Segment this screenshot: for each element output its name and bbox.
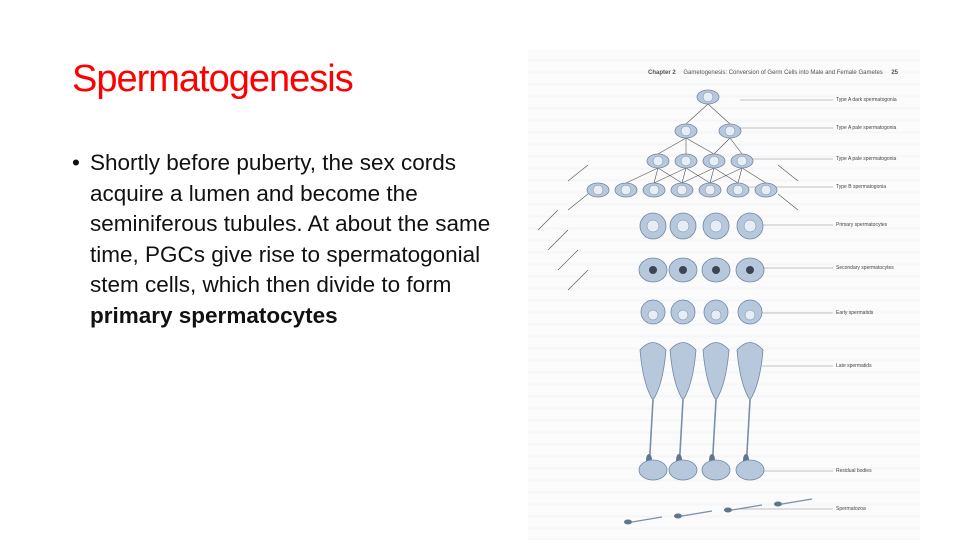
lineage-arrow bbox=[737, 167, 743, 184]
spermatozoon-head bbox=[674, 513, 682, 519]
stage-label: Type B spermatogonia bbox=[836, 184, 887, 190]
lineage-arrow bbox=[653, 167, 687, 184]
cell-nucleus bbox=[649, 266, 657, 274]
cell-nucleus bbox=[708, 155, 720, 167]
cell-nucleus bbox=[710, 309, 722, 321]
late-spermatid bbox=[669, 342, 697, 401]
lineage-arrow bbox=[777, 164, 799, 182]
cell-nucleus bbox=[743, 219, 757, 233]
cell-nucleus bbox=[652, 155, 664, 167]
cell-nucleus bbox=[736, 155, 748, 167]
cell-nucleus bbox=[680, 155, 692, 167]
lineage-arrow bbox=[709, 167, 743, 184]
residual-body bbox=[735, 459, 765, 481]
cell-nucleus bbox=[620, 184, 632, 196]
cell-nucleus bbox=[676, 184, 688, 196]
lineage-arrow bbox=[681, 167, 715, 184]
lineage-arrow bbox=[657, 137, 687, 155]
late-spermatid bbox=[736, 342, 764, 401]
lineage-arrow bbox=[547, 229, 569, 251]
cell-nucleus bbox=[744, 309, 756, 321]
cell-nucleus bbox=[732, 184, 744, 196]
stage-label: Type A pale spermatogonia bbox=[836, 156, 897, 162]
stage-label: Spermatozoa bbox=[836, 506, 866, 512]
bullet-text-regular: Shortly before puberty, the sex cords ac… bbox=[90, 150, 491, 297]
cell-nucleus bbox=[679, 266, 687, 274]
lineage-arrow bbox=[567, 193, 589, 211]
cell-nucleus bbox=[592, 184, 604, 196]
residual-body bbox=[638, 459, 668, 481]
figure-chapter-title: Gametogenesis: Conversion of Germ Cells … bbox=[683, 70, 883, 76]
cell-nucleus bbox=[704, 184, 716, 196]
spermatozoon-head bbox=[724, 507, 732, 513]
cell-nucleus bbox=[702, 91, 714, 103]
bullet-marker: • bbox=[72, 150, 80, 175]
cell-nucleus bbox=[647, 309, 659, 321]
residual-body bbox=[701, 459, 731, 481]
bullet-text-bold: primary spermatocytes bbox=[90, 302, 338, 328]
stage-label: Type A pale spermatogonia bbox=[836, 125, 897, 131]
cell-nucleus bbox=[677, 309, 689, 321]
lineage-arrow bbox=[685, 103, 709, 125]
cell-nucleus bbox=[709, 219, 723, 233]
lineage-arrow bbox=[625, 167, 659, 184]
lineage-arrow bbox=[567, 164, 589, 182]
cell-lineage-illustration bbox=[537, 89, 833, 525]
stage-label: Residual bodies bbox=[836, 468, 872, 474]
stage-label: Late spermatids bbox=[836, 363, 872, 369]
lineage-arrow bbox=[685, 137, 715, 155]
lineage-arrow bbox=[707, 103, 731, 125]
bullet-text: Shortly before puberty, the sex cords ac… bbox=[72, 148, 527, 331]
lineage-arrow bbox=[567, 269, 589, 291]
figure-header: Chapter 2 Gametogenesis: Conversion of G… bbox=[648, 70, 898, 84]
lineage-arrow bbox=[713, 137, 731, 155]
cell-nucleus bbox=[724, 125, 736, 137]
spermatozoon-tail bbox=[731, 504, 763, 511]
residual-body bbox=[668, 459, 698, 481]
cell-nucleus bbox=[760, 184, 772, 196]
lineage-arrow bbox=[537, 209, 559, 231]
cell-nucleus bbox=[680, 125, 692, 137]
late-spermatid bbox=[639, 342, 667, 401]
late-spermatid bbox=[702, 342, 730, 401]
spermatozoon-tail bbox=[631, 516, 663, 523]
spermatozoon-head bbox=[624, 519, 632, 525]
cell-nucleus bbox=[746, 266, 754, 274]
cell-nucleus bbox=[646, 219, 660, 233]
lineage-arrow bbox=[653, 167, 659, 184]
cell-nucleus bbox=[648, 184, 660, 196]
figure-chapter: Chapter 2 bbox=[648, 70, 676, 76]
bullet-paragraph: • Shortly before puberty, the sex cords … bbox=[72, 148, 527, 331]
stage-label: Primary spermatocytes bbox=[836, 222, 888, 228]
lineage-arrow bbox=[729, 137, 743, 155]
lineage-arrow bbox=[709, 167, 715, 184]
stage-label: Secondary spermatocytes bbox=[836, 265, 894, 271]
lineage-arrow bbox=[741, 167, 767, 184]
lineage-arrow bbox=[557, 249, 579, 271]
cell-nucleus bbox=[676, 219, 690, 233]
stage-label: Early spermatids bbox=[836, 310, 874, 316]
slide-title: Spermatogenesis bbox=[72, 58, 354, 100]
lineage-arrow bbox=[777, 193, 799, 211]
figure-page-number: 25 bbox=[891, 70, 898, 76]
spermatozoon-head bbox=[774, 501, 782, 507]
cell-nucleus bbox=[712, 266, 720, 274]
spermatozoon-tail bbox=[681, 510, 713, 517]
spermatogenesis-figure: Chapter 2 Gametogenesis: Conversion of G… bbox=[528, 50, 920, 540]
stage-label: Type A dark spermatogonia bbox=[836, 97, 897, 103]
lineage-arrow bbox=[681, 167, 687, 184]
spermatozoon-tail bbox=[781, 498, 813, 505]
